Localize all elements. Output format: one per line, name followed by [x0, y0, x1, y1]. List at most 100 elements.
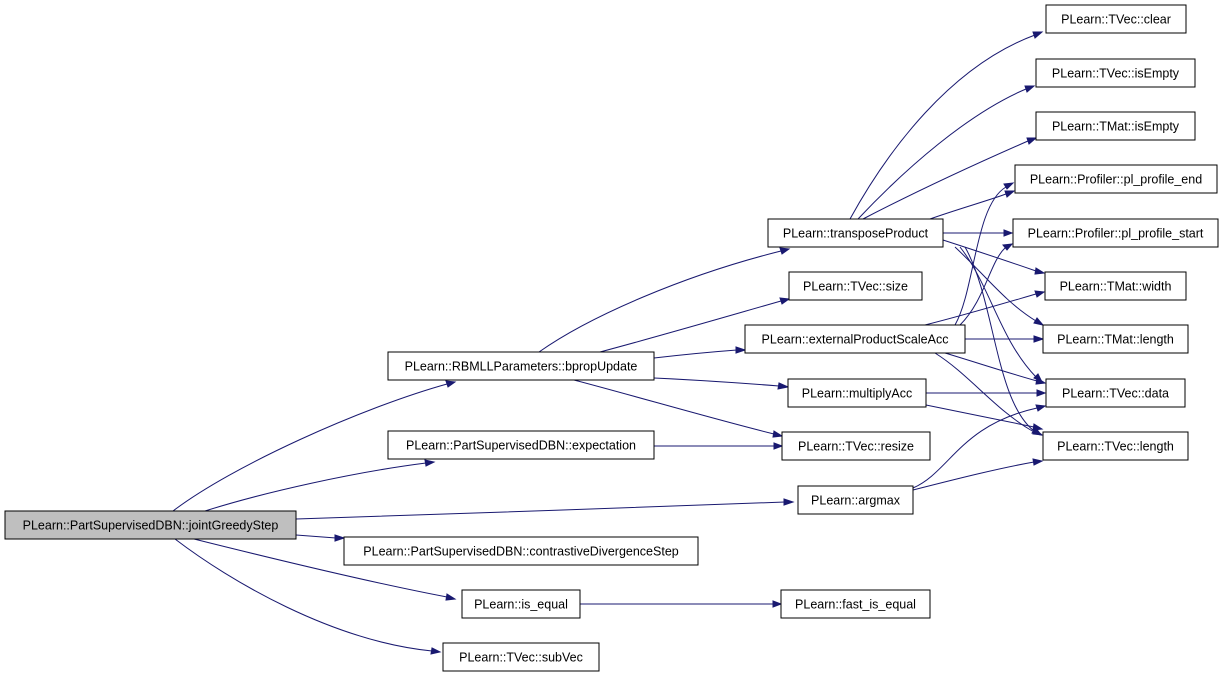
- node-box[interactable]: [461, 589, 581, 619]
- node-box[interactable]: [788, 271, 923, 301]
- node-tmatempty[interactable]: PLearn::TMat::isEmpty: [1035, 111, 1196, 141]
- arrowhead-icon: [1032, 31, 1044, 39]
- edge-extprod-to-data: [944, 352, 1047, 385]
- edge-transpose-to-tmatempty: [862, 137, 1038, 220]
- edge-line: [959, 246, 1037, 378]
- arrowhead-icon: [1024, 85, 1036, 93]
- arrowhead-icon: [783, 498, 795, 506]
- edge-root-to-subvec: [174, 538, 442, 655]
- node-box[interactable]: [767, 218, 944, 248]
- arrowhead-icon: [334, 534, 346, 542]
- node-resize[interactable]: PLearn::TVec::resize: [781, 431, 931, 461]
- node-transpose[interactable]: PLearn::transposeProduct: [767, 218, 944, 248]
- node-box[interactable]: [387, 430, 655, 460]
- arrowhead-icon: [735, 346, 747, 354]
- edge-extprod-to-profend: [954, 182, 1015, 326]
- edge-line: [924, 293, 1037, 326]
- node-box[interactable]: [781, 431, 931, 461]
- node-box[interactable]: [797, 485, 914, 515]
- edge-bprop-to-extprod: [653, 346, 747, 359]
- node-label: PLearn::RBMLLParameters::bpropUpdate: [405, 360, 638, 374]
- nodes-layer: PLearn::PartSupervisedDBN::jointGreedySt…: [4, 4, 1219, 672]
- node-box[interactable]: [780, 589, 931, 619]
- node-box[interactable]: [1014, 164, 1218, 194]
- edge-line: [295, 501, 786, 520]
- node-box[interactable]: [744, 324, 966, 354]
- edge-root-to-isequal: [193, 538, 457, 601]
- arrowhead-icon: [445, 380, 457, 388]
- node-tveclen[interactable]: PLearn::TVec::length: [1042, 431, 1189, 461]
- node-box[interactable]: [4, 510, 297, 540]
- edge-line: [857, 88, 1027, 220]
- edge-line: [653, 349, 738, 359]
- edge-root-to-argmax: [295, 498, 795, 520]
- arrowhead-icon: [777, 382, 790, 390]
- node-tvecempty[interactable]: PLearn::TVec::isEmpty: [1035, 58, 1196, 88]
- node-box[interactable]: [1044, 271, 1187, 301]
- arrowhead-icon: [1003, 182, 1015, 190]
- edge-transpose-to-tvecempty: [857, 85, 1036, 220]
- node-box[interactable]: [1042, 431, 1189, 461]
- edge-line: [925, 404, 1035, 428]
- edge-multacc-to-tveclen: [925, 404, 1044, 431]
- node-box[interactable]: [1045, 4, 1187, 34]
- edge-line: [599, 300, 782, 353]
- node-tmatlen[interactable]: PLearn::TMat::length: [1042, 324, 1189, 354]
- edge-line: [204, 462, 427, 512]
- edge-line: [862, 140, 1029, 220]
- node-label: PLearn::transposeProduct: [783, 227, 929, 241]
- arrowhead-icon: [779, 297, 791, 305]
- node-box[interactable]: [387, 351, 655, 381]
- node-fastisequal[interactable]: PLearn::fast_is_equal: [780, 589, 931, 619]
- node-data[interactable]: PLearn::TVec::data: [1045, 378, 1186, 408]
- edge-line: [174, 538, 433, 652]
- edge-multacc-to-data: [926, 389, 1047, 397]
- node-width[interactable]: PLearn::TMat::width: [1044, 271, 1187, 301]
- node-root[interactable]: PLearn::PartSupervisedDBN::jointGreedySt…: [4, 510, 297, 540]
- node-box[interactable]: [787, 378, 927, 408]
- edge-root-to-bprop: [172, 380, 457, 512]
- node-label: PLearn::TVec::data: [1062, 387, 1169, 401]
- arrowhead-icon: [1026, 137, 1038, 145]
- node-label: PLearn::PartSupervisedDBN::contrastiveDi…: [363, 545, 678, 559]
- node-subvec[interactable]: PLearn::TVec::subVec: [442, 642, 600, 672]
- node-argmax[interactable]: PLearn::argmax: [797, 485, 914, 515]
- node-isequal[interactable]: PLearn::is_equal: [461, 589, 581, 619]
- edge-line: [964, 246, 1035, 432]
- arrowhead-icon: [1034, 267, 1046, 275]
- arrowhead-icon: [773, 442, 784, 450]
- edge-line: [954, 186, 1007, 326]
- node-label: PLearn::Profiler::pl_profile_end: [1030, 173, 1202, 187]
- node-clear[interactable]: PLearn::TVec::clear: [1045, 4, 1187, 34]
- node-box[interactable]: [1012, 218, 1219, 248]
- edge-line: [849, 34, 1036, 220]
- edge-bprop-to-multacc: [653, 377, 790, 390]
- edge-argmax-to-tveclen: [912, 458, 1044, 491]
- node-expect[interactable]: PLearn::PartSupervisedDBN::expectation: [387, 430, 655, 460]
- edge-line: [573, 379, 775, 435]
- node-box[interactable]: [343, 536, 699, 566]
- node-box[interactable]: [1045, 378, 1186, 408]
- node-box[interactable]: [1042, 324, 1189, 354]
- node-label: PLearn::TMat::width: [1060, 280, 1172, 294]
- arrowhead-icon: [424, 459, 436, 467]
- node-extprod[interactable]: PLearn::externalProductScaleAcc: [744, 324, 966, 354]
- arrowhead-icon: [1033, 335, 1045, 343]
- node-contrast[interactable]: PLearn::PartSupervisedDBN::contrastiveDi…: [343, 536, 699, 566]
- arrowhead-icon: [1003, 229, 1014, 237]
- edge-line: [538, 250, 782, 353]
- node-tvecsize[interactable]: PLearn::TVec::size: [788, 271, 923, 301]
- node-profstart[interactable]: PLearn::Profiler::pl_profile_start: [1012, 218, 1219, 248]
- node-profend[interactable]: PLearn::Profiler::pl_profile_end: [1014, 164, 1218, 194]
- node-box[interactable]: [442, 642, 600, 672]
- edge-transpose-to-tmatlen: [954, 246, 1045, 326]
- edge-bprop-to-tvecsize: [599, 297, 791, 353]
- node-label: PLearn::argmax: [811, 494, 901, 508]
- arrowhead-icon: [1004, 190, 1016, 198]
- arrowhead-icon: [1032, 428, 1044, 436]
- node-bprop[interactable]: PLearn::RBMLLParameters::bpropUpdate: [387, 351, 655, 381]
- edge-argmax-to-data: [912, 404, 1047, 489]
- node-multacc[interactable]: PLearn::multiplyAcc: [787, 378, 927, 408]
- node-box[interactable]: [1035, 111, 1196, 141]
- node-box[interactable]: [1035, 58, 1196, 88]
